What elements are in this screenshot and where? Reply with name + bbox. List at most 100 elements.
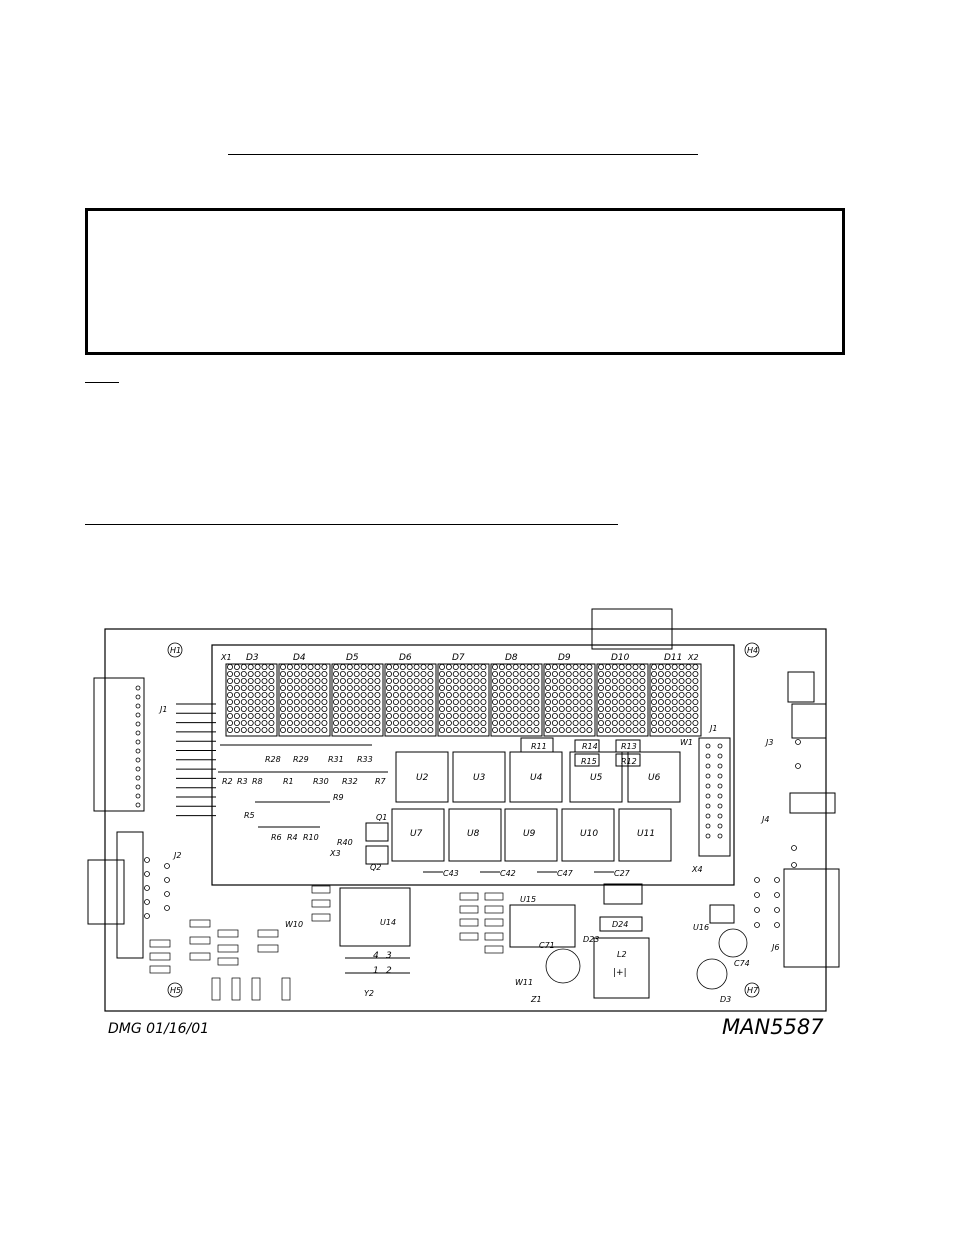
small-resistor bbox=[484, 905, 504, 914]
led-dot bbox=[545, 713, 552, 720]
led-dot bbox=[339, 727, 346, 734]
diode-label: D23 bbox=[583, 935, 599, 944]
pin bbox=[774, 892, 780, 898]
led-dot bbox=[261, 699, 268, 706]
led-dot bbox=[657, 678, 664, 685]
header-j1 bbox=[698, 737, 731, 857]
led-dot bbox=[572, 692, 579, 699]
led-dot bbox=[438, 678, 445, 685]
led-dot bbox=[438, 692, 445, 699]
small-resistor bbox=[484, 932, 504, 941]
led-dot bbox=[604, 664, 611, 671]
led-dot bbox=[692, 664, 699, 671]
led-dot bbox=[293, 671, 300, 678]
drawing-date: DMG 01/16/01 bbox=[108, 1021, 210, 1037]
led-dot bbox=[512, 720, 519, 727]
led-dot bbox=[611, 720, 618, 727]
led-dot bbox=[233, 664, 240, 671]
led-dot bbox=[346, 671, 353, 678]
led-dot bbox=[664, 706, 671, 713]
led-dot bbox=[321, 706, 328, 713]
led-dot bbox=[261, 706, 268, 713]
resistor-label: R2 bbox=[222, 777, 233, 786]
chip-label-u4: U4 bbox=[530, 773, 543, 783]
pin bbox=[705, 783, 711, 789]
led-dot bbox=[558, 678, 565, 685]
led-dot bbox=[473, 685, 480, 692]
led-dot bbox=[399, 706, 406, 713]
led-dot bbox=[300, 664, 307, 671]
led-dot bbox=[651, 671, 658, 678]
led-dot bbox=[480, 727, 487, 734]
led-dot bbox=[586, 664, 593, 671]
led-dot bbox=[445, 664, 452, 671]
led-dot bbox=[586, 713, 593, 720]
led-dot bbox=[545, 692, 552, 699]
led-dot bbox=[671, 713, 678, 720]
led-dot bbox=[420, 699, 427, 706]
led-dot bbox=[678, 692, 685, 699]
led-dot bbox=[611, 692, 618, 699]
mounting-hole-label: H1 bbox=[170, 646, 181, 655]
led-dot bbox=[598, 671, 605, 678]
led-dot bbox=[286, 699, 293, 706]
led-dot bbox=[286, 720, 293, 727]
led-dot bbox=[671, 671, 678, 678]
connector-label: J1 bbox=[158, 705, 167, 714]
led-dot bbox=[459, 706, 466, 713]
led-dot bbox=[279, 727, 286, 734]
led-dot bbox=[545, 699, 552, 706]
led-dot bbox=[268, 678, 275, 685]
led-dot bbox=[671, 706, 678, 713]
notice-box bbox=[85, 208, 845, 355]
chip-label-u11: U11 bbox=[637, 829, 655, 839]
led-dot bbox=[399, 671, 406, 678]
capacitor-c74a bbox=[696, 958, 728, 990]
chip-label-u16: U16 bbox=[693, 923, 709, 932]
led-dot bbox=[664, 671, 671, 678]
led-dot bbox=[692, 678, 699, 685]
dot-matrix-d6 bbox=[384, 663, 437, 737]
small-resistor bbox=[189, 919, 211, 928]
led-dot bbox=[512, 692, 519, 699]
led-dot bbox=[392, 706, 399, 713]
led-dot bbox=[491, 678, 498, 685]
pin bbox=[717, 793, 723, 799]
led-dot bbox=[491, 720, 498, 727]
led-dot bbox=[625, 685, 632, 692]
chip-u14 bbox=[339, 887, 411, 947]
led-dot bbox=[572, 699, 579, 706]
led-dot bbox=[360, 727, 367, 734]
mounting-hole-label: H5 bbox=[170, 986, 181, 995]
led-dot bbox=[657, 692, 664, 699]
led-dot bbox=[685, 664, 692, 671]
led-dot bbox=[240, 713, 247, 720]
pin bbox=[164, 877, 170, 883]
pin bbox=[717, 783, 723, 789]
led-dot bbox=[268, 720, 275, 727]
drawing-number: MAN5587 bbox=[722, 1015, 824, 1039]
led-dot bbox=[491, 671, 498, 678]
led-dot bbox=[247, 727, 254, 734]
pin bbox=[135, 757, 141, 763]
pin bbox=[795, 763, 801, 769]
chip-u8 bbox=[448, 808, 502, 862]
led-dot bbox=[604, 685, 611, 692]
zener-label: Z1 bbox=[530, 995, 542, 1004]
led-dot bbox=[685, 713, 692, 720]
resistor-label: R12 bbox=[621, 757, 637, 766]
led-dot bbox=[473, 678, 480, 685]
pin bbox=[717, 743, 723, 749]
led-dot bbox=[427, 671, 434, 678]
led-dot bbox=[651, 699, 658, 706]
led-dot bbox=[632, 692, 639, 699]
led-dot bbox=[254, 713, 261, 720]
led-dot bbox=[572, 671, 579, 678]
led-dot bbox=[445, 706, 452, 713]
mounting-hole-h5 bbox=[167, 982, 183, 998]
led-dot bbox=[353, 720, 360, 727]
led-dot bbox=[632, 685, 639, 692]
led-dot bbox=[374, 692, 381, 699]
pin bbox=[135, 730, 141, 736]
led-dot bbox=[598, 720, 605, 727]
